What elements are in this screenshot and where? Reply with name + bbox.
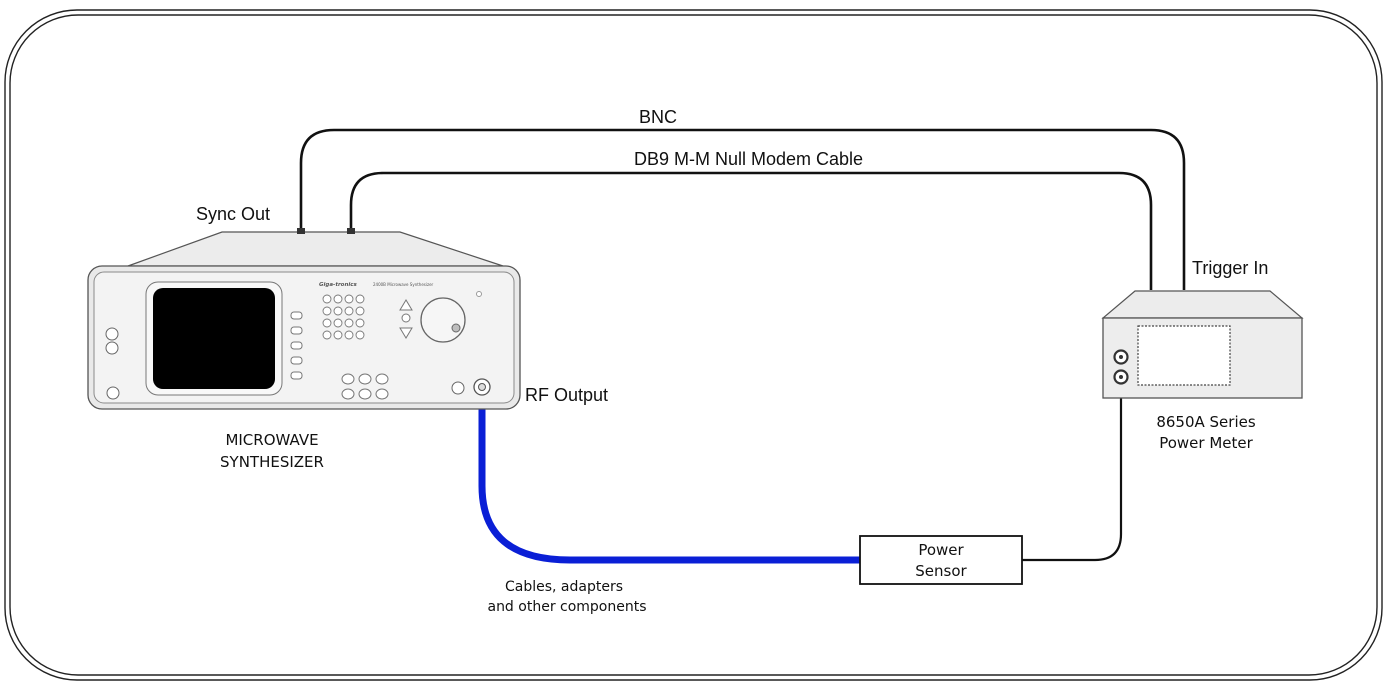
rf-cable [478,387,860,564]
power-sensor-box [859,535,1023,585]
rf-path-label-line1: Cables, adapters [505,579,623,595]
synthesizer-top [127,231,504,267]
synthesizer-keypad [322,294,365,340]
synthesizer-button [401,313,411,323]
synthesizer-brand: Giga-tronics [319,282,358,288]
bnc-cable [299,128,1186,290]
power-meter [1101,290,1304,399]
power-meter-screen [1137,325,1231,386]
synthesizer-power-button [106,386,120,400]
db9-connector [347,228,355,234]
power-meter-label-line1: 8650A Series [1156,413,1256,431]
power-meter-top [1101,290,1304,319]
synthesizer-model: 2400B Microwave Synthesizer [373,282,434,287]
rf-output-label: RF Output [525,385,608,405]
db9-cable-label: DB9 M-M Null Modem Cable [634,149,863,169]
synthesizer-label-line2: SYNTHESIZER [220,453,324,471]
synthesizer-button [105,327,119,341]
arrow-down-icon [399,327,413,339]
sync-out-label: Sync Out [196,204,270,224]
synthesizer-button [105,341,119,355]
arrow-up-icon [399,299,413,311]
db9-cable [349,171,1153,290]
bnc-cable-label: BNC [639,107,677,127]
power-sensor-label-line2: Sensor [915,562,967,580]
synthesizer-softkeys [290,311,303,380]
sensor-cable [1022,378,1123,562]
synthesizer-label-line1: MICROWAVE [225,431,318,449]
sync-out-connector [297,228,305,234]
trigger-in-label: Trigger In [1192,258,1268,278]
rf-path-label-line2: and other components [487,599,646,615]
microwave-synthesizer: Giga-tronics 2400B Microwave Synthesizer [87,228,521,410]
synthesizer-function-keys [341,373,389,400]
synthesizer-knob [420,297,466,343]
power-sensor: Power Sensor [859,535,1023,585]
power-sensor-label-line1: Power [918,541,964,559]
synthesizer-button [451,381,465,395]
diagram-frame [4,9,1383,681]
power-meter-label-line2: Power Meter [1159,434,1253,452]
